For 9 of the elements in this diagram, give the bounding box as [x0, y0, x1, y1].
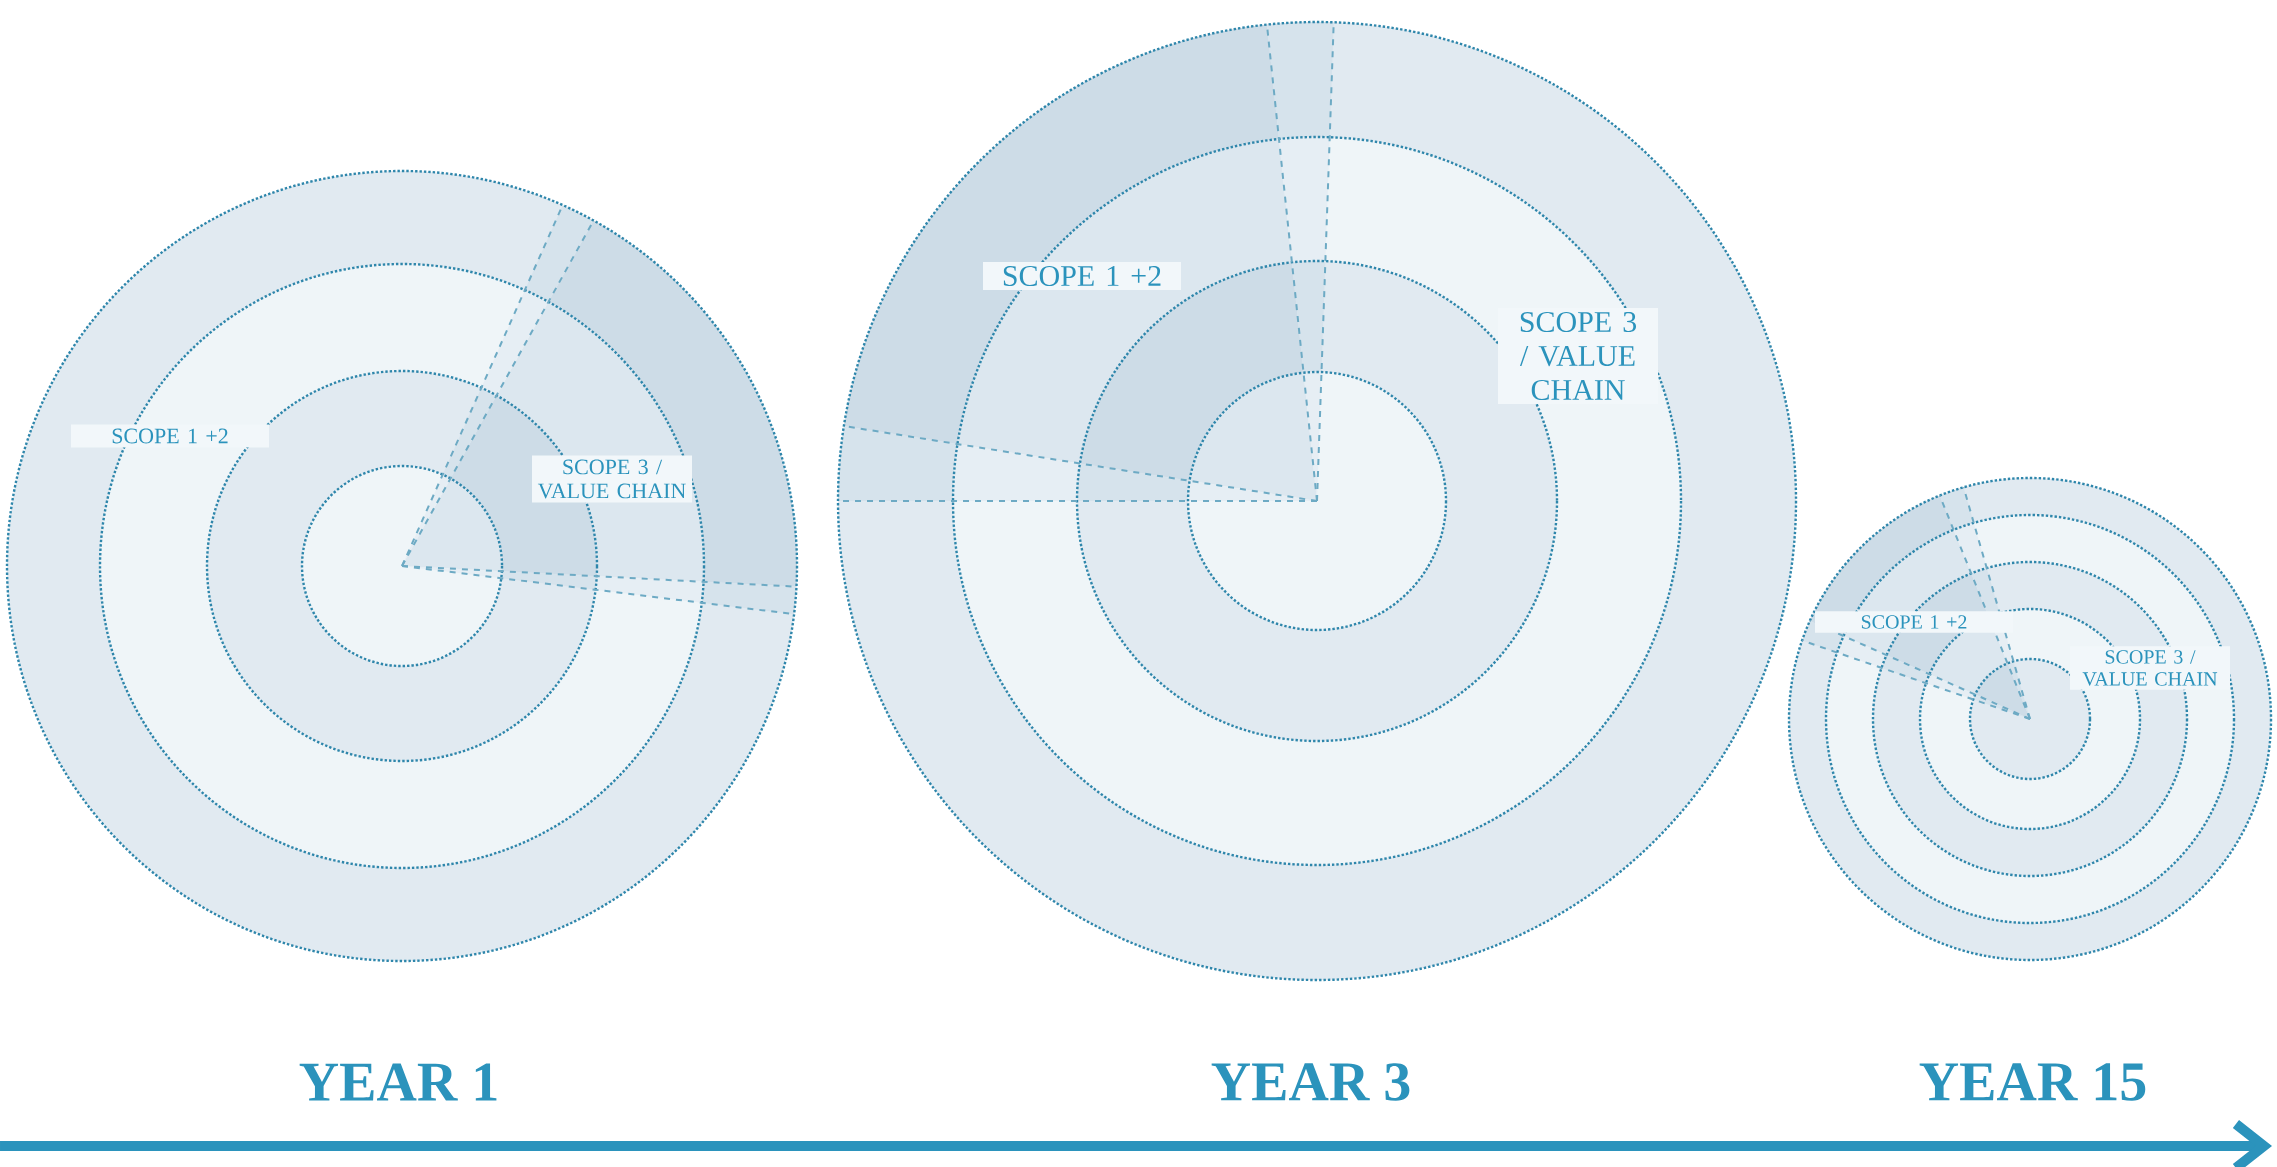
scope-label: SCOPE 1 +2	[1815, 611, 2013, 633]
scope-label: SCOPE 3 / VALUE CHAIN	[532, 455, 692, 503]
scope-label: SCOPE 3 / VALUE CHAIN	[1498, 307, 1658, 405]
year-label: YEAR 1	[299, 1063, 497, 1101]
scope-label: SCOPE 1 +2	[71, 424, 269, 448]
scope-label: SCOPE 1 +2	[983, 261, 1181, 291]
scope-label: SCOPE 3 / VALUE CHAIN	[2070, 646, 2230, 690]
year-label: YEAR 15	[1919, 1063, 2146, 1101]
year-label: YEAR 3	[1211, 1063, 1410, 1101]
